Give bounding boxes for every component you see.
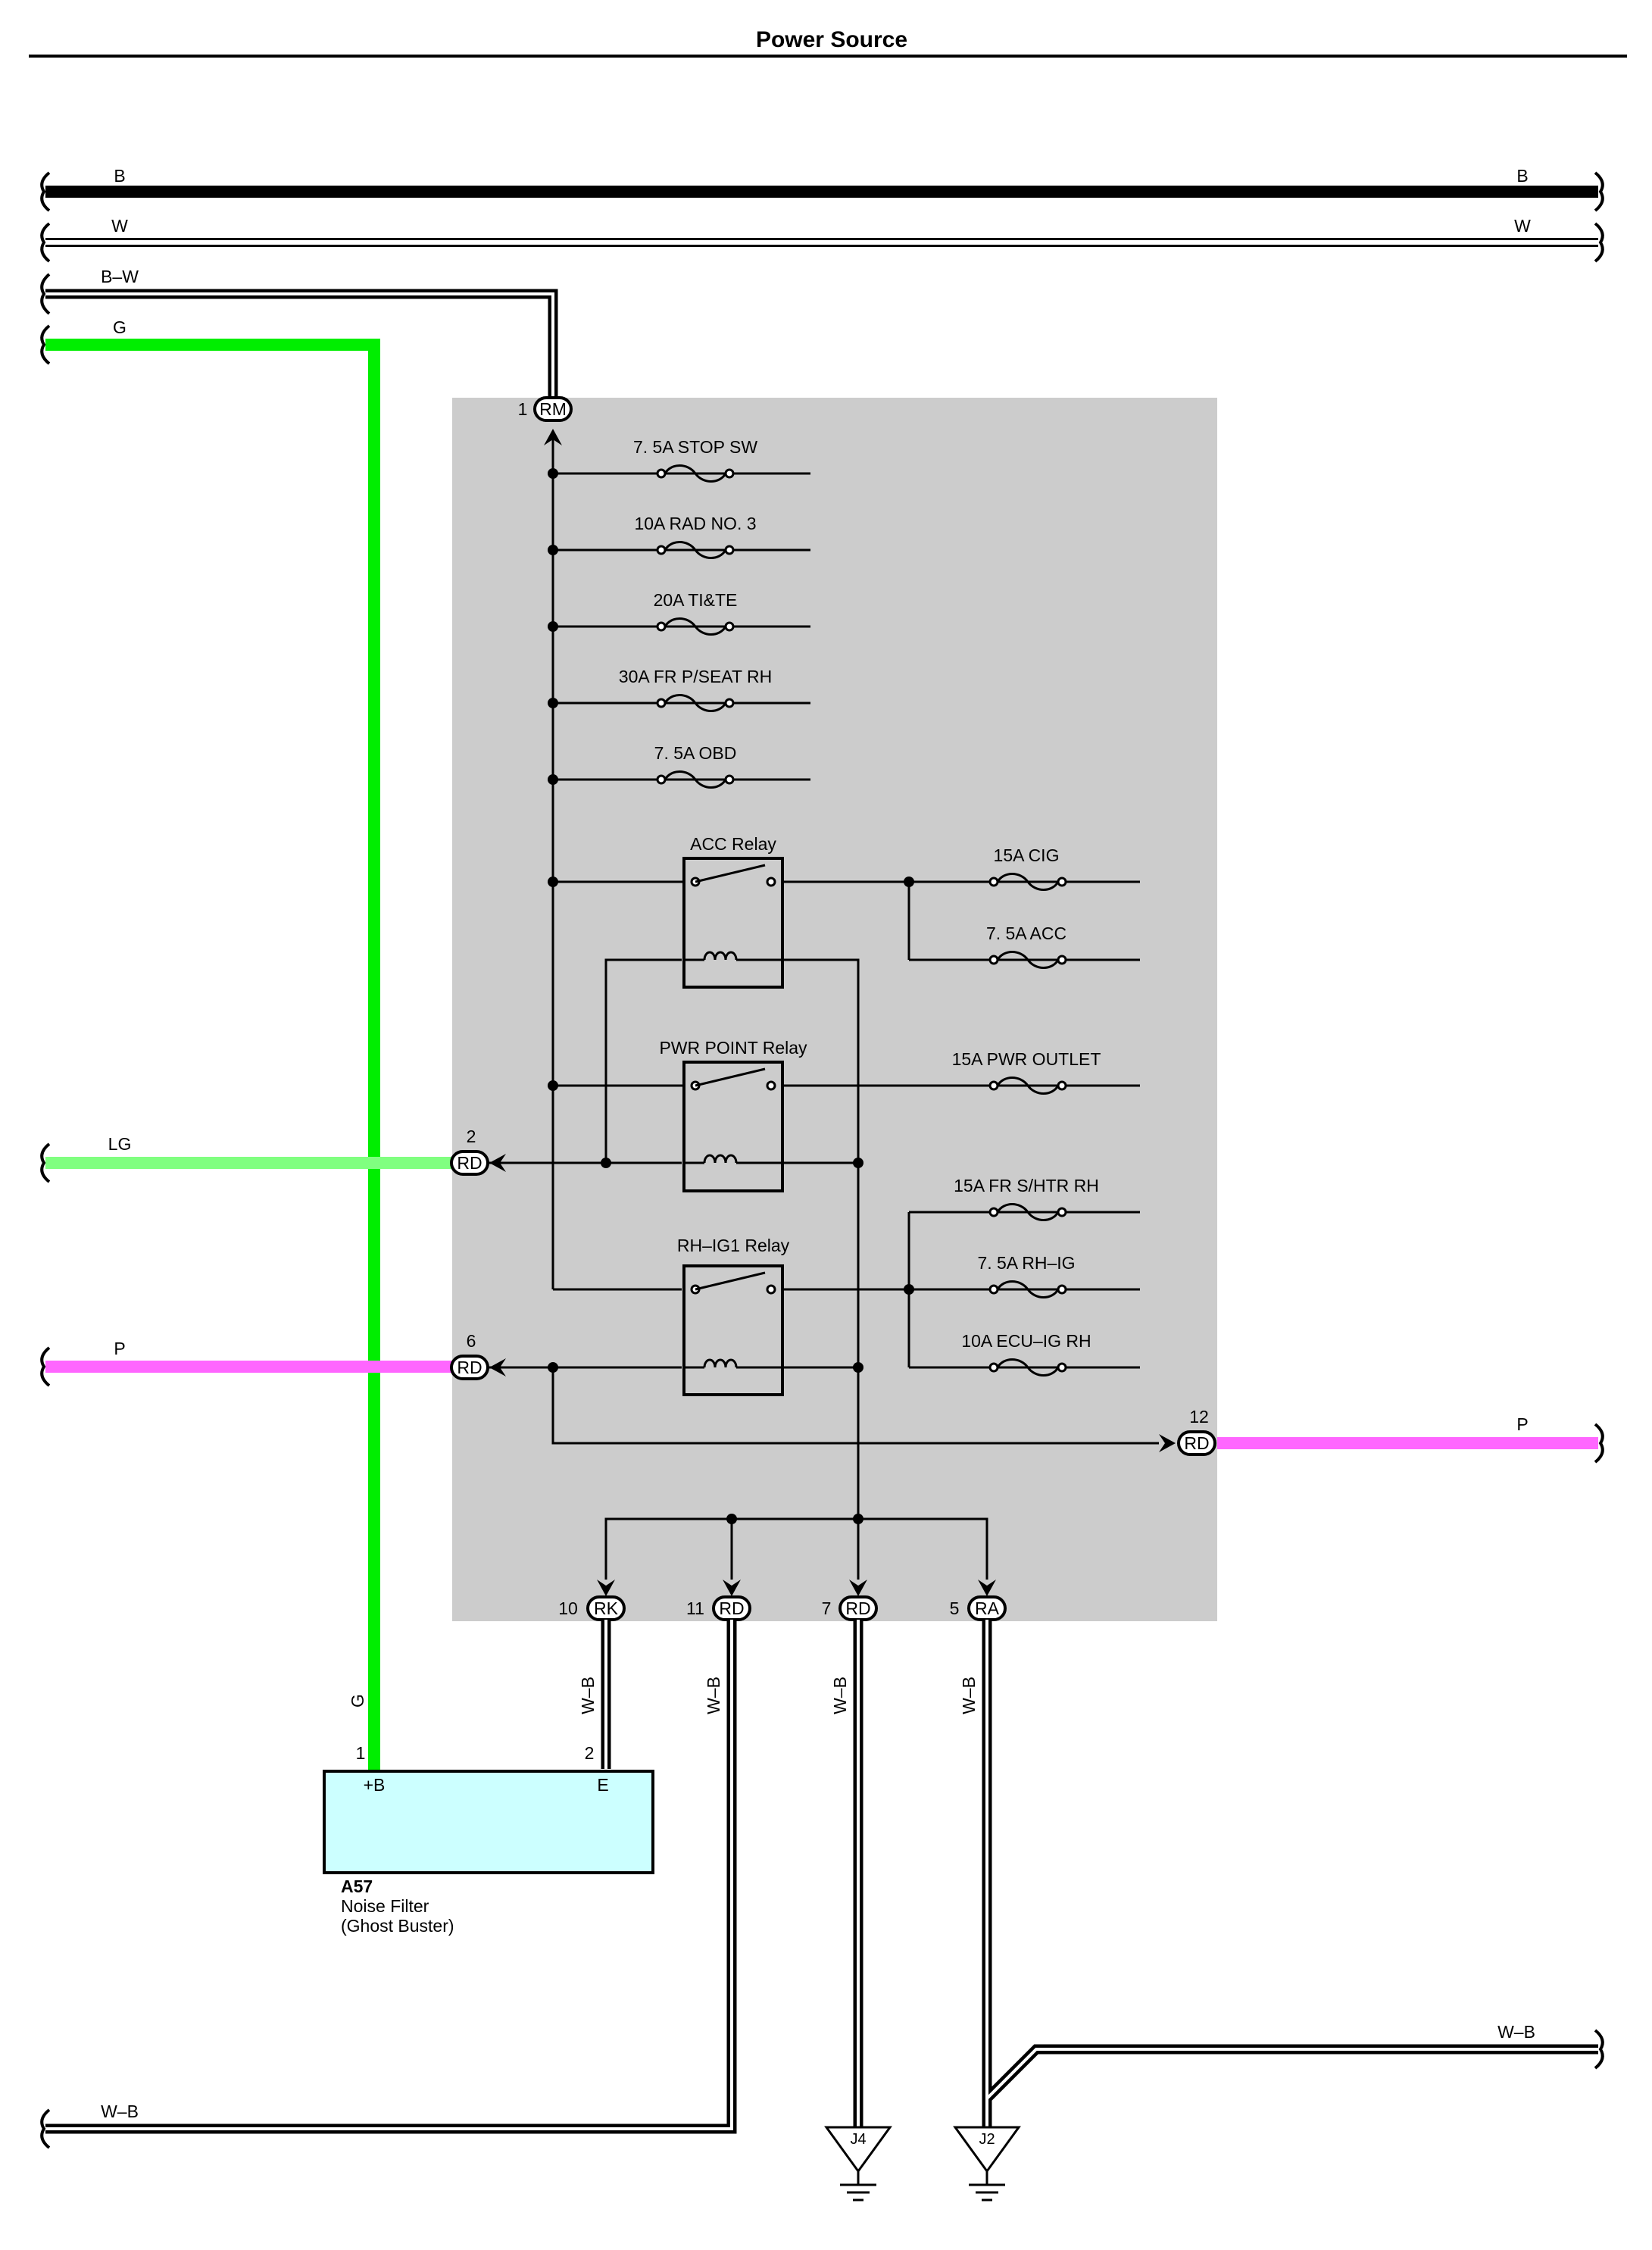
connector-rm-pin: 1 bbox=[518, 399, 528, 419]
connector-rd-11-pin: 11 bbox=[686, 1598, 704, 1618]
wire-p-right-label: P bbox=[1516, 1414, 1528, 1434]
wire-wb-label-ra: W–B bbox=[959, 1677, 979, 1714]
fuse-cig-label: 15A CIG bbox=[994, 845, 1060, 865]
noise-filter-pin2: 2 bbox=[585, 1743, 595, 1763]
connector-rd-7-name: RD bbox=[845, 1598, 870, 1618]
noise-filter-name-line2: (Ghost Buster) bbox=[341, 1916, 454, 1936]
connector-rk-10-name: RK bbox=[594, 1598, 619, 1618]
wire-wb-bottom-label: W–B bbox=[101, 2102, 139, 2121]
pwr-point-relay-label: PWR POINT Relay bbox=[659, 1038, 807, 1058]
wire-g-vertical-label: G bbox=[348, 1694, 367, 1708]
page-title: Power Source bbox=[756, 27, 907, 52]
connector-rd-2: RD 2 bbox=[450, 1127, 506, 1176]
bus-b: B B bbox=[40, 166, 1604, 212]
connector-rd-12-pin: 12 bbox=[1189, 1407, 1209, 1427]
ground-j2: J2 bbox=[954, 2126, 1020, 2202]
fuse-rad-no3: 10A RAD NO. 3 bbox=[553, 514, 810, 559]
connector-rd-11: RD 11 bbox=[686, 1580, 751, 1621]
fuse-fr-pseat-rh: 30A FR P/SEAT RH bbox=[553, 667, 810, 712]
ground-j4: J4 bbox=[825, 2126, 892, 2202]
connector-rd-11-name: RD bbox=[719, 1598, 744, 1618]
wire-wb-label-rd11: W–B bbox=[704, 1677, 723, 1714]
connector-rd-2-name: RD bbox=[457, 1153, 482, 1173]
ground-j2-label: J2 bbox=[979, 2131, 995, 2148]
connector-rd-7-pin: 7 bbox=[822, 1598, 832, 1618]
wire-wb-right-label: W–B bbox=[1497, 2022, 1535, 2042]
fuse-ti-te-label: 20A TI&TE bbox=[654, 590, 738, 610]
ground-j4-label: J4 bbox=[850, 2131, 866, 2148]
junction-block-panel bbox=[452, 398, 1217, 1621]
pwr-point-relay: PWR POINT Relay 15A PWR OUTLET bbox=[659, 1038, 1140, 1192]
connector-rd-12-name: RD bbox=[1184, 1433, 1209, 1453]
connector-ra-5-pin: 5 bbox=[950, 1598, 960, 1618]
fuse-ti-te: 20A TI&TE bbox=[553, 590, 810, 636]
connector-rd-6-name: RD bbox=[457, 1358, 482, 1377]
bus-g: G G bbox=[40, 317, 380, 1773]
wire-p-left: P bbox=[40, 1339, 452, 1387]
fuse-stop-sw: 7. 5A STOP SW bbox=[553, 437, 810, 483]
wire-wb-label-rd7: W–B bbox=[830, 1677, 850, 1714]
noise-filter-a57: 1 2 +B E A57 Noise Filter (Ghost Buster) bbox=[323, 1743, 654, 1936]
rh-ig1-relay: RH–IG1 Relay 15A FR S/HTR RH 7. 5A RH–IG… bbox=[677, 1176, 1140, 1396]
wire-wb-label-rk: W–B bbox=[578, 1677, 598, 1714]
connector-rm-name: RM bbox=[539, 399, 567, 419]
acc-relay: ACC Relay 15A CIG 7. 5A ACC bbox=[682, 834, 1140, 989]
connector-rd-12: RD 12 bbox=[1159, 1407, 1216, 1456]
fuse-fr-pseat-rh-label: 30A FR P/SEAT RH bbox=[619, 667, 772, 686]
bus-b-label-left: B bbox=[114, 166, 125, 186]
junction-dots bbox=[548, 468, 914, 1524]
wire-lg: LG bbox=[40, 1134, 452, 1183]
wire-p-right: P bbox=[1217, 1414, 1604, 1464]
connector-rm: RM 1 bbox=[518, 396, 573, 445]
noise-filter-pin2-name: E bbox=[597, 1775, 608, 1795]
connector-ra-5-name: RA bbox=[975, 1598, 1000, 1618]
bus-w: W W bbox=[40, 216, 1604, 263]
fuse-obd: 7. 5A OBD bbox=[553, 743, 810, 789]
wb-wires bbox=[40, 1620, 1604, 2149]
noise-filter-pin1-name: +B bbox=[364, 1775, 386, 1795]
fuse-ecu-ig-rh-label: 10A ECU–IG RH bbox=[961, 1331, 1091, 1351]
noise-filter-id: A57 bbox=[341, 1877, 373, 1896]
bus-w-label-left: W bbox=[111, 216, 128, 236]
bus-w-label-right: W bbox=[1514, 216, 1531, 236]
fuse-fr-shtr-rh-label: 15A FR S/HTR RH bbox=[954, 1176, 1099, 1195]
bus-bw-label: B–W bbox=[101, 267, 139, 286]
acc-relay-label: ACC Relay bbox=[690, 834, 776, 854]
wire-p-left-label: P bbox=[114, 1339, 125, 1358]
main-fuses: 7. 5A STOP SW 10A RAD NO. 3 20A TI&TE 30… bbox=[553, 437, 810, 789]
internal-wiring bbox=[477, 436, 1159, 1580]
fuse-rh-ig-label: 7. 5A RH–IG bbox=[977, 1253, 1075, 1273]
connector-rd-6: RD 6 bbox=[450, 1331, 506, 1380]
fuse-acc-label: 7. 5A ACC bbox=[986, 923, 1066, 943]
connector-rd-7: RD 7 bbox=[822, 1580, 878, 1621]
fuse-rad-no3-label: 10A RAD NO. 3 bbox=[634, 514, 756, 533]
connector-ra-5: RA 5 bbox=[950, 1580, 1007, 1621]
rh-ig1-relay-label: RH–IG1 Relay bbox=[677, 1236, 790, 1255]
connector-rd-2-pin: 2 bbox=[467, 1127, 476, 1146]
fuse-pwr-outlet-label: 15A PWR OUTLET bbox=[952, 1049, 1101, 1069]
fuse-obd-label: 7. 5A OBD bbox=[654, 743, 737, 763]
noise-filter-name-line1: Noise Filter bbox=[341, 1896, 429, 1916]
bus-b-label-right: B bbox=[1516, 166, 1528, 186]
connector-rk-10-pin: 10 bbox=[558, 1598, 578, 1618]
noise-filter-pin1: 1 bbox=[356, 1743, 366, 1763]
connector-rd-6-pin: 6 bbox=[467, 1331, 476, 1351]
bus-g-label: G bbox=[113, 317, 126, 337]
fuse-stop-sw-label: 7. 5A STOP SW bbox=[633, 437, 757, 457]
bus-bw: B–W bbox=[40, 267, 558, 398]
connector-rk-10: RK 10 bbox=[558, 1580, 626, 1621]
wire-lg-label: LG bbox=[108, 1134, 132, 1154]
